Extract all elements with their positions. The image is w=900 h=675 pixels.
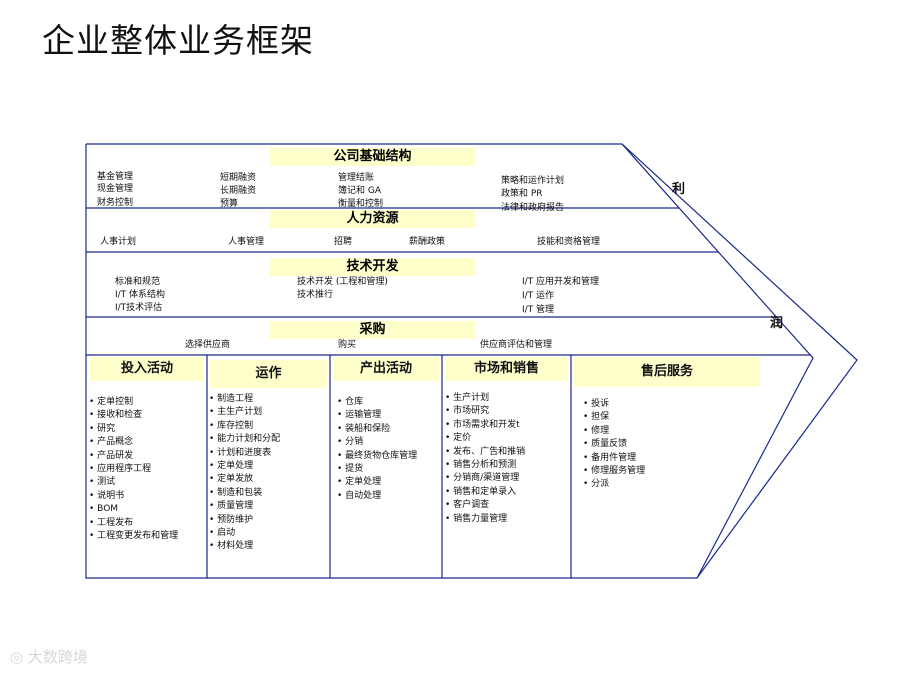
list-item: 投诉 — [583, 398, 645, 411]
list-item: 销售分析和预测 — [445, 459, 525, 472]
list-item: 接收和检查 — [89, 409, 178, 422]
outbound-list: 仓库 运输管理 装船和保险 分销 最终货物仓库管理 提货 定单处理 自动处理 — [337, 396, 417, 503]
list-item: 产品概念 — [89, 436, 178, 449]
tech-item: I/T 应用开发和管理 — [522, 277, 600, 287]
list-item: 启动 — [209, 527, 280, 540]
list-item: 发布、广告和推销 — [445, 446, 525, 459]
list-item: 工程发布 — [89, 517, 178, 530]
infrastructure-header: 公司基础结构 — [270, 148, 475, 166]
list-item: 主生产计划 — [209, 406, 280, 419]
tech-item: 技术推行 — [297, 290, 334, 300]
watermark-text: 大数跨境 — [27, 648, 88, 666]
list-item: 市场研究 — [445, 405, 525, 418]
list-item: 定价 — [445, 432, 525, 445]
list-item: 市场需求和开发t — [445, 419, 525, 432]
tech-item: 标准和规范 — [115, 277, 161, 287]
list-item: 修理 — [583, 425, 645, 438]
list-item: 产品研发 — [89, 450, 178, 463]
list-item: BOM — [89, 503, 178, 516]
infra-item: 策略和运作计划 — [501, 176, 565, 186]
infra-item: 现金管理 — [97, 184, 134, 194]
list-item: 工程变更发布和管理 — [89, 530, 178, 543]
operations-list: 制造工程 主生产计划 库存控制 能力计划和分配 计划和进度表 定单处理 定单发放… — [209, 393, 280, 554]
list-item: 定单发放 — [209, 473, 280, 486]
infra-item: 基金管理 — [97, 172, 134, 182]
procurement-item: 购买 — [338, 340, 357, 350]
infra-item: 管理结账 — [338, 173, 375, 183]
infra-item: 短期融资 — [220, 173, 257, 183]
margin-label-1: 利 — [672, 182, 686, 197]
list-item: 制造和包装 — [209, 487, 280, 500]
list-item: 提货 — [337, 463, 417, 476]
list-item: 分销 — [337, 436, 417, 449]
infra-item: 预算 — [220, 199, 239, 209]
infra-item: 长期融资 — [220, 186, 257, 196]
tech-item: I/T 管理 — [522, 305, 555, 315]
procurement-item: 选择供应商 — [185, 340, 231, 350]
list-item: 研究 — [89, 423, 178, 436]
list-item: 分派 — [583, 478, 645, 491]
inbound-list: 定单控制 接收和检查 研究 产品概念 产品研发 应用程序工程 测试 说明书 BO… — [89, 396, 178, 543]
tech-header: 技术开发 — [270, 258, 475, 276]
list-item: 计划和进度表 — [209, 447, 280, 460]
list-item: 运输管理 — [337, 409, 417, 422]
infra-item: 政策和 PR — [501, 189, 543, 199]
primary-header-outbound: 产出活动 — [333, 357, 439, 381]
list-item: 材料处理 — [209, 540, 280, 553]
list-item: 应用程序工程 — [89, 463, 178, 476]
watermark: ◎ 大数跨境 — [10, 646, 88, 667]
list-item: 质量反馈 — [583, 438, 645, 451]
marketing-list: 生产计划 市场研究 市场需求和开发t 定价 发布、广告和推销 销售分析和预测 分… — [445, 392, 525, 526]
watermark-logo-icon: ◎ — [10, 648, 28, 666]
list-item: 质量管理 — [209, 500, 280, 513]
margin-label-2: 润 — [770, 316, 784, 331]
list-item: 自动处理 — [337, 490, 417, 503]
primary-header-inbound: 投入活动 — [90, 357, 204, 381]
primary-header-marketing: 市场和销售 — [445, 357, 568, 381]
infra-item: 衡量和控制 — [338, 199, 384, 209]
list-item: 最终货物仓库管理 — [337, 450, 417, 463]
procurement-header: 采购 — [270, 321, 475, 339]
list-item: 装船和保险 — [337, 423, 417, 436]
list-item: 定单处理 — [209, 460, 280, 473]
list-item: 生产计划 — [445, 392, 525, 405]
hr-header: 人力资源 — [270, 210, 475, 228]
tech-item: I/T技术评估 — [115, 303, 163, 313]
tech-item: 技术开发 (工程和管理) — [297, 277, 388, 287]
infra-item: 财务控制 — [97, 198, 134, 208]
list-item: 修理服务管理 — [583, 465, 645, 478]
list-item: 库存控制 — [209, 420, 280, 433]
hr-item: 技能和资格管理 — [537, 237, 601, 247]
list-item: 销售力量管理 — [445, 513, 525, 526]
page-title: 企业整体业务框架 — [42, 21, 314, 60]
hr-item: 人事管理 — [228, 237, 265, 247]
list-item: 说明书 — [89, 490, 178, 503]
list-item: 测试 — [89, 476, 178, 489]
list-item: 定单处理 — [337, 476, 417, 489]
hr-item: 薪酬政策 — [409, 237, 446, 247]
infra-item: 簿记和 GA — [338, 186, 381, 196]
tech-item: I/T 体系结构 — [115, 290, 166, 300]
primary-header-operations: 运作 — [210, 360, 327, 388]
list-item: 仓库 — [337, 396, 417, 409]
list-item: 预防维护 — [209, 514, 280, 527]
hr-item: 招聘 — [334, 237, 353, 247]
list-item: 备用件管理 — [583, 452, 645, 465]
hr-item: 人事计划 — [100, 237, 137, 247]
list-item: 定单控制 — [89, 396, 178, 409]
list-item: 制造工程 — [209, 393, 280, 406]
tech-item: I/T 运作 — [522, 291, 555, 301]
list-item: 客户调查 — [445, 499, 525, 512]
list-item: 担保 — [583, 411, 645, 424]
primary-header-service: 售后服务 — [574, 357, 760, 387]
list-item: 销售和定单录入 — [445, 486, 525, 499]
procurement-item: 供应商评估和管理 — [480, 340, 553, 350]
infra-item: 法律和政府报告 — [501, 203, 565, 213]
service-list: 投诉 担保 修理 质量反馈 备用件管理 修理服务管理 分派 — [583, 398, 645, 492]
list-item: 能力计划和分配 — [209, 433, 280, 446]
list-item: 分销商/渠道管理 — [445, 472, 525, 485]
